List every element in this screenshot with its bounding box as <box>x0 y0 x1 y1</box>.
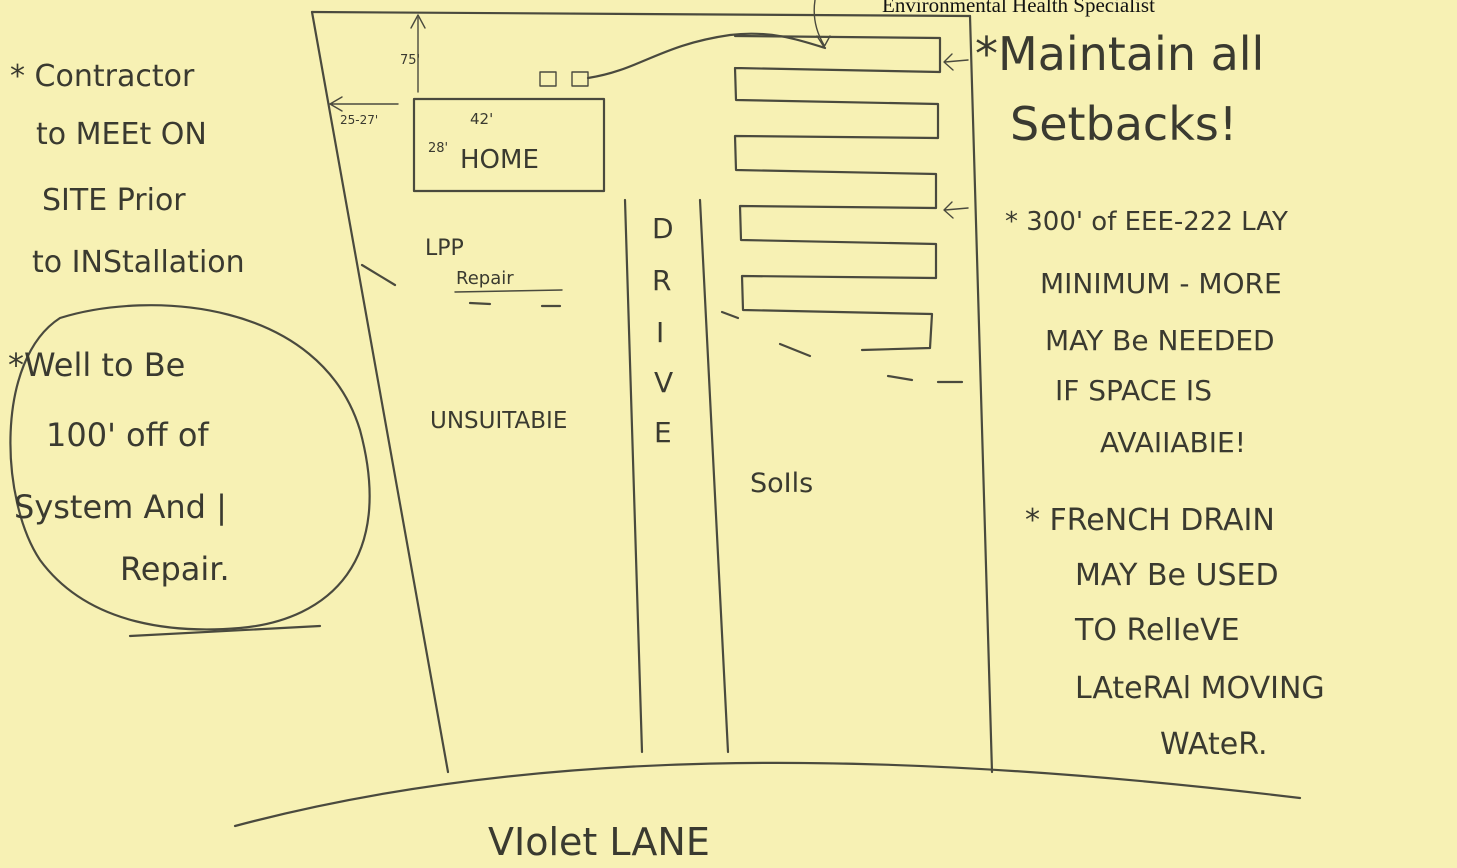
setback-side-arrow <box>329 96 399 112</box>
tank-box-2 <box>571 71 589 87</box>
property-top-boundary <box>310 10 972 18</box>
eee-note-line-4: IF SPACE IS <box>1055 374 1212 407</box>
contractor-note-line-2: to MEEt ON <box>36 117 207 152</box>
eee-note-line-3: MAY Be NEEDED <box>1045 324 1275 357</box>
lpp-label: LPP <box>425 236 464 261</box>
tank-box-1 <box>539 71 557 87</box>
setback-top-label: 75' <box>400 53 420 68</box>
road-line <box>233 761 1302 828</box>
home-width-label: 42' <box>470 110 493 128</box>
well-note-line-2: 100' off of <box>46 416 209 454</box>
contractor-note-line-1: * Contractor <box>10 59 195 94</box>
repair-dash-1 <box>360 263 397 287</box>
well-note-underline <box>128 624 322 638</box>
soil-dash-1 <box>720 310 740 320</box>
contractor-note-line-4: to INStallation <box>32 245 245 280</box>
supply-line <box>586 32 827 80</box>
repair-underline <box>454 289 563 293</box>
soil-dash-2 <box>778 342 812 358</box>
supply-arrow <box>813 0 831 48</box>
soil-dash-3 <box>886 374 914 382</box>
well-note-line-1: *Well to Be <box>8 346 185 384</box>
french-drain-note-line-4: LAteRAl MOVING <box>1075 671 1325 706</box>
well-note-line-4: Repair. <box>120 550 230 588</box>
setbacks-note-line-1: *Maintain all <box>975 27 1264 81</box>
home-label: HOME <box>460 145 539 175</box>
property-right-boundary <box>968 14 994 774</box>
drive-letter-i: I <box>656 316 664 349</box>
home-outline <box>412 97 606 193</box>
drive-letter-d: D <box>652 212 674 245</box>
eee-note-line-1: * 300' of EEE-222 LAY <box>1005 207 1288 237</box>
eee-note-line-2: MINIMUM - MORE <box>1040 267 1282 300</box>
french-drain-note-line-3: TO RelIeVE <box>1074 613 1240 648</box>
drainfield-arrow-mid <box>943 201 969 219</box>
well-note-circle <box>9 304 371 631</box>
road-label: VIolet LANE <box>488 820 710 864</box>
unsuitable-label: UNSUITABIE <box>430 408 567 434</box>
french-drain-note-line-1: * FReNCH DRAIN <box>1025 503 1275 538</box>
drive-letter-v: V <box>654 366 673 399</box>
home-depth-label: 28' <box>428 141 448 156</box>
drive-letter-r: R <box>652 264 671 297</box>
drainfield-laterals <box>733 34 942 352</box>
drive-letter-e: E <box>654 416 672 449</box>
repair-dash-2 <box>468 301 492 306</box>
header-text: Environmental Health Specialist <box>882 0 1155 17</box>
drive-right-line <box>698 198 730 754</box>
property-left-boundary <box>310 10 450 774</box>
well-note-line-3: System And | <box>14 488 227 526</box>
setback-top-arrow <box>410 14 426 93</box>
setback-side-label: 25-27' <box>340 113 378 127</box>
contractor-note-line-3: SITE Prior <box>42 183 186 218</box>
drive-left-line <box>623 198 644 754</box>
french-drain-note-line-5: WAteR. <box>1160 727 1268 762</box>
eee-note-line-5: AVAIIABIE! <box>1100 426 1246 459</box>
soils-label: SoIls <box>750 468 813 499</box>
setbacks-note-line-2: Setbacks! <box>1010 97 1237 151</box>
repair-label: Repair <box>456 268 514 289</box>
drainfield-arrow-top <box>943 53 969 71</box>
french-drain-note-line-2: MAY Be USED <box>1075 558 1279 593</box>
